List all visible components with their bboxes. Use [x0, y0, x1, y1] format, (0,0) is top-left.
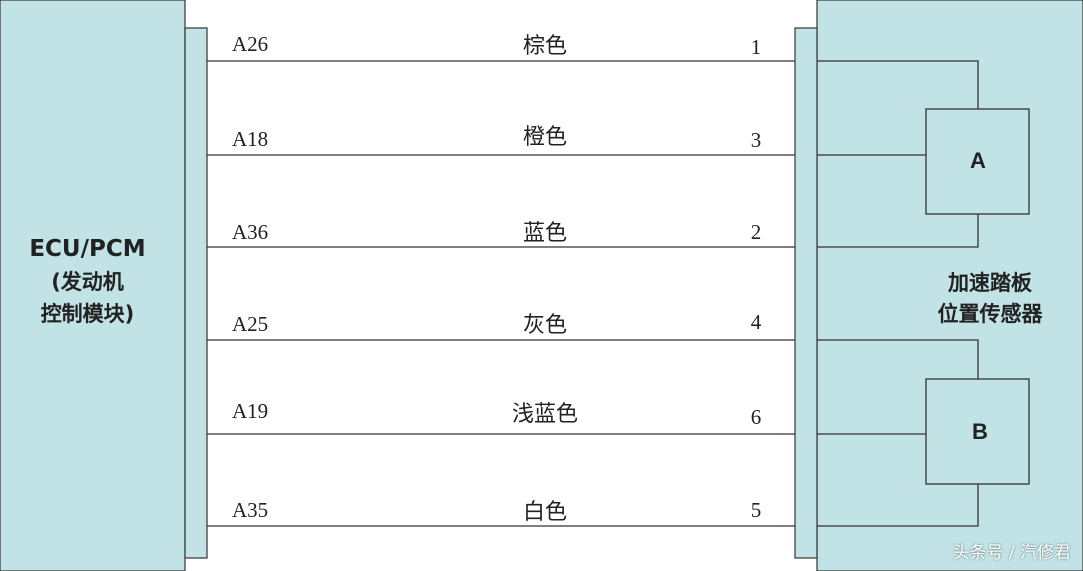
wire-color-label: 蓝色 — [522, 221, 567, 246]
ecu-subtitle-1: (发动机 — [51, 270, 124, 294]
sensor-pin-label: 2 — [750, 220, 762, 244]
wire-color-label: 浅蓝色 — [511, 402, 578, 427]
sensor-a-lead-bottom — [817, 214, 979, 248]
ecu-pin-label: A19 — [232, 399, 269, 423]
sensor-b-lead-bottom — [817, 484, 979, 527]
wire-color-label: 棕色 — [522, 34, 567, 59]
ecu-panel — [0, 0, 186, 571]
ecu-pin-label: A36 — [232, 220, 269, 244]
ecu-pin-label: A26 — [232, 32, 269, 56]
ecu-pin-label: A35 — [232, 498, 269, 522]
sensor-pin-label: 3 — [750, 128, 762, 152]
sensor-title-1: 加速踏板 — [948, 271, 1032, 295]
ecu-pin-label: A25 — [232, 312, 269, 336]
sensor-pin-label: 5 — [750, 498, 762, 522]
ecu-pin-label: A18 — [232, 127, 269, 151]
sensor-pin-label: 6 — [750, 405, 762, 429]
sensor-b-label: B — [972, 419, 988, 444]
sensor-pin-label: 4 — [750, 310, 762, 334]
wire-color-label: 橙色 — [522, 125, 567, 150]
sensor-panel — [816, 0, 1083, 571]
wire-color-label: 灰色 — [522, 313, 567, 338]
sensor-connector — [794, 27, 818, 559]
sensor-pin-label: 1 — [750, 35, 762, 59]
ecu-subtitle-2: 控制模块) — [40, 302, 135, 326]
watermark-text: 头条号 / 汽修君 — [952, 543, 1071, 563]
sensor-title-2: 位置传感器 — [937, 302, 1043, 326]
sensor-b-lead-top — [817, 339, 979, 379]
sensor-a-lead-top — [817, 60, 979, 109]
wire-color-label: 白色 — [522, 500, 567, 525]
ecu-connector — [184, 27, 208, 559]
sensor-a-label: A — [970, 148, 986, 173]
ecu-title: ECU/PCM — [29, 236, 146, 262]
